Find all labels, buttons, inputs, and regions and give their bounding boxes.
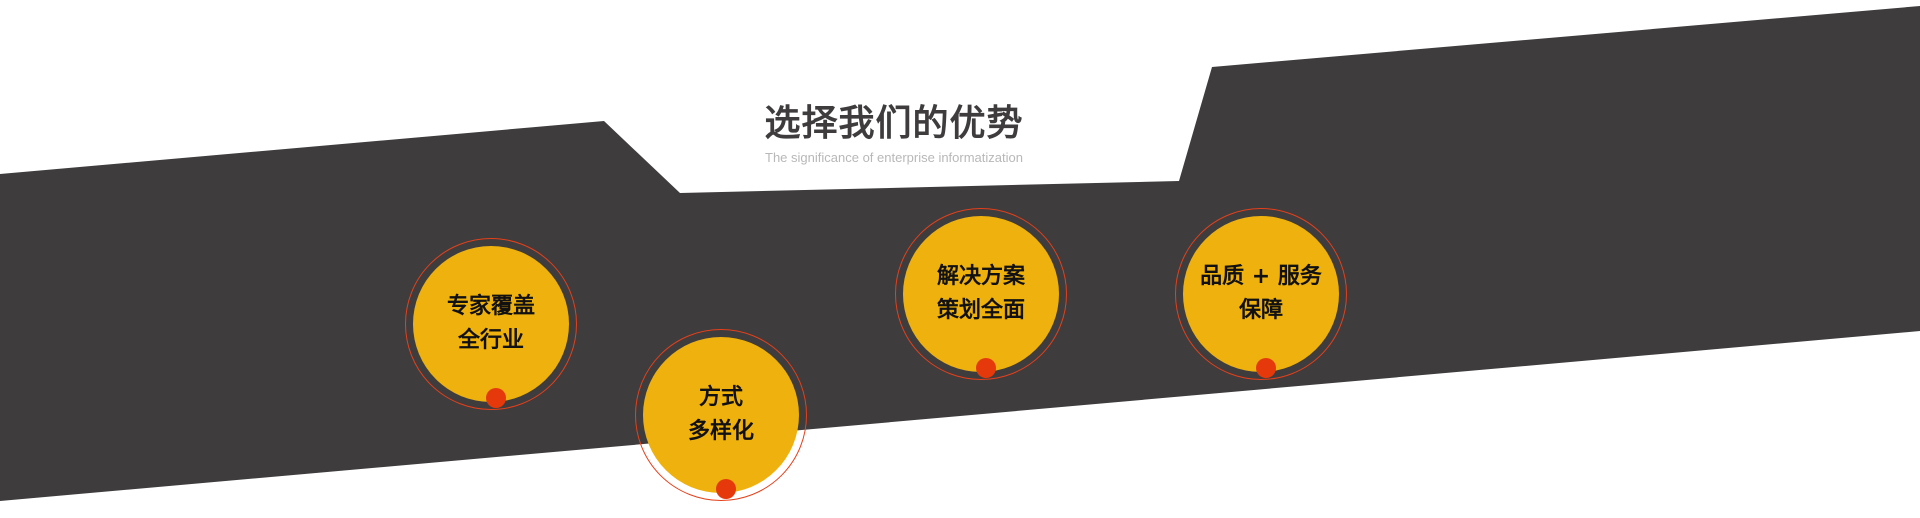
advantage-line1: 品质 + 服务: [1200, 264, 1322, 289]
advantage-card-quality: 品质 + 服务 保障: [1175, 208, 1347, 380]
dot-icon: [486, 388, 506, 408]
section-title: 选择我们的优势: [764, 103, 1024, 144]
advantage-line1: 方式: [698, 385, 743, 410]
advantage-line1: 专家覆盖: [446, 294, 535, 319]
advantage-line2: 多样化: [687, 419, 754, 444]
advantage-card-methods: 方式 多样化: [635, 329, 807, 501]
advantage-disc: 解决方案 策划全面: [903, 216, 1059, 372]
section-subtitle: The significance of enterprise informati…: [765, 150, 1023, 165]
advantage-line2: 全行业: [457, 328, 524, 353]
advantage-card-industry: 专家覆盖 全行业: [405, 238, 577, 410]
advantage-disc: 方式 多样化: [643, 337, 799, 493]
advantage-card-solutions: 解决方案 策划全面: [895, 208, 1067, 380]
decorative-ring: [635, 329, 807, 501]
advantage-line1: 解决方案: [936, 264, 1025, 289]
dot-icon: [716, 479, 736, 499]
dot-icon: [976, 358, 996, 378]
decorative-ring: [1175, 208, 1347, 380]
advantage-disc: 品质 + 服务 保障: [1183, 216, 1339, 372]
advantage-disc: 专家覆盖 全行业: [413, 246, 569, 402]
advantage-line2: 策划全面: [936, 298, 1025, 323]
decorative-ring: [405, 238, 577, 410]
advantage-line2: 保障: [1238, 298, 1283, 323]
decorative-ring: [895, 208, 1067, 380]
dot-icon: [1256, 358, 1276, 378]
